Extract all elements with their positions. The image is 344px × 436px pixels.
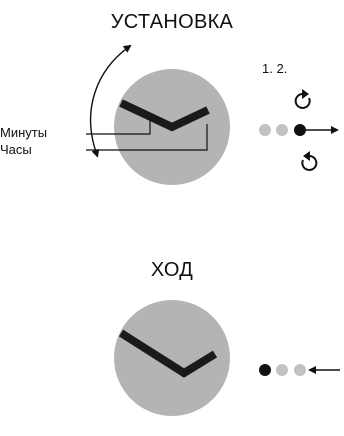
running-watch — [114, 300, 230, 416]
crown-pushed-in-icon — [259, 364, 340, 376]
crown-position-dot — [276, 124, 288, 136]
setting-watch-hands — [119, 99, 210, 132]
running-title: ХОД — [150, 259, 194, 281]
minute-hand-label: Минуты — [0, 125, 48, 140]
crown-position-dot — [294, 364, 306, 376]
counterclockwise-arrow-icon — [301, 151, 318, 171]
crown-position-dot-active — [259, 364, 271, 376]
hour-hand-label: Часы — [0, 142, 32, 157]
step-labels: 1. 2. — [262, 61, 288, 76]
setting-title: УСТАНОВКА — [110, 11, 234, 33]
clockwise-arrow-icon — [294, 89, 311, 109]
crown-position-dot — [259, 124, 271, 136]
running-watch-hands — [118, 329, 218, 378]
crown-pulled-out-icon — [259, 124, 339, 136]
crown-position-dot — [276, 364, 288, 376]
setting-watch — [86, 44, 230, 185]
running-watch-dial — [114, 300, 230, 416]
crown-position-dot-active — [294, 124, 306, 136]
curved-double-arrow-icon — [89, 44, 132, 158]
